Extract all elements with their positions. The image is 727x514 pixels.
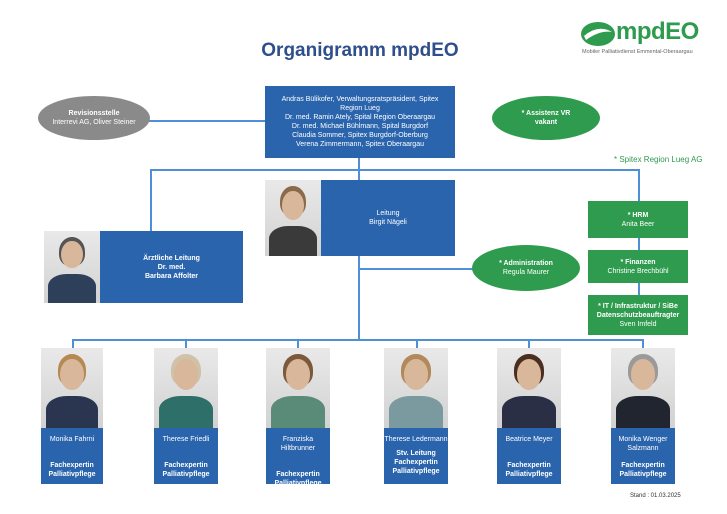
photo-staff-1 xyxy=(41,348,103,428)
staff-card-4: Therese Ledermann Stv. Leitung Fachexper… xyxy=(384,428,448,484)
aerztliche-box: Ärztliche Leitung Dr. med. Barbara Affol… xyxy=(100,231,243,303)
connector-right-down xyxy=(638,169,640,201)
staff-name-6: Monika Wenger xyxy=(618,436,668,443)
hrm-box: * HRM Anita Beer xyxy=(588,201,688,238)
it-title2: Datenschutzbeauftragter xyxy=(596,311,680,319)
staff-role2-1: Palliativpflege xyxy=(48,471,96,478)
staff-role1-4: Fachexpertin xyxy=(394,459,438,466)
photo-staff-2 xyxy=(154,348,218,428)
connector-staff-2 xyxy=(185,339,187,349)
connector-staff-3 xyxy=(297,339,299,349)
photo-leitung xyxy=(265,180,321,256)
photo-staff-5 xyxy=(497,348,561,428)
connector-staff-6 xyxy=(642,339,644,349)
photo-staff-4 xyxy=(384,348,448,428)
staff-role1-5: Fachexpertin xyxy=(507,462,551,469)
it-box: * IT / Infrastruktur / SiBe Datenschutzb… xyxy=(588,295,688,335)
staff-role1-1: Fachexpertin xyxy=(50,462,94,469)
staff-name-4: Therese Ledermann xyxy=(384,436,448,443)
administration-name: Regula Maurer xyxy=(502,269,550,276)
assistenz-name: vakant xyxy=(534,119,558,126)
staff-name-3: Franziska Hiltbrunner xyxy=(280,436,316,452)
connector-leitung-down xyxy=(358,256,360,340)
staff-card-5: Beatrice Meyer Fachexpertin Palliativpfl… xyxy=(497,428,561,484)
page-title: Organigramm mpdEO xyxy=(261,40,459,61)
hrm-name: Anita Beer xyxy=(621,220,655,228)
staff-extra-4: Stv. Leitung xyxy=(396,450,436,457)
connector-board-revision xyxy=(148,120,266,122)
administration-oval: * Administration Regula Maurer xyxy=(472,245,580,291)
staff-name-5: Beatrice Meyer xyxy=(505,436,553,443)
photo-staff-6 xyxy=(611,348,675,428)
staff-role2-2: Palliativpflege xyxy=(162,471,210,478)
staff-role2-4: Palliativpflege xyxy=(392,468,440,475)
connector-staff-horizontal xyxy=(72,339,644,341)
logo-subtitle: Mobiler Palliativdienst Emmental-Oberaar… xyxy=(582,49,693,55)
revision-title: Revisionsstelle xyxy=(68,110,120,117)
finanzen-title: * Finanzen xyxy=(620,258,656,266)
aerztliche-name2: Barbara Affolter xyxy=(144,272,199,280)
board-member-3: Dr. med. Michael Bühlmann, Spital Burgdo… xyxy=(291,123,429,130)
finanzen-name: Christine Brechbühl xyxy=(607,267,669,275)
staff-card-2: Therese Friedli Fachexpertin Palliativpf… xyxy=(154,428,218,484)
stand-date: Stand : 01.03.2025 xyxy=(630,493,681,499)
connector-staff-4 xyxy=(416,339,418,349)
assistenz-title: * Assistenz VR xyxy=(521,110,571,117)
staff-role2-6: Palliativpflege xyxy=(619,471,667,478)
logo-text: mpdEO xyxy=(616,18,699,45)
board-member-4: Claudia Sommer, Spitex Burgdorf-Oberburg xyxy=(292,132,428,139)
hrm-title: * HRM xyxy=(627,211,649,219)
staff-role2-3: Palliativpflege xyxy=(274,480,322,487)
staff-card-6: Monika Wenger Salzmann Fachexpertin Pall… xyxy=(611,428,675,484)
staff-name-1: Monika Fahrni xyxy=(49,436,95,443)
connector-hrm-finanzen xyxy=(638,238,640,250)
connector-horizontal-top xyxy=(150,169,640,171)
it-title: * IT / Infrastruktur / SiBe xyxy=(598,302,678,310)
staff-card-1: Monika Fahrni Fachexpertin Palliativpfle… xyxy=(41,428,103,484)
connector-staff-1 xyxy=(72,339,74,349)
board-box: Andras Bülikofer, Verwaltungsratspräside… xyxy=(265,86,455,158)
it-name: Sven Imfeld xyxy=(619,320,657,328)
spitex-note: * Spitex Region Lueg AG xyxy=(614,155,703,164)
staff-role1-2: Fachexpertin xyxy=(164,462,208,469)
photo-staff-3 xyxy=(266,348,330,428)
board-member-2: Dr. med. Ramin Ately, Spital Region Ober… xyxy=(284,114,436,121)
finanzen-box: * Finanzen Christine Brechbühl xyxy=(588,250,688,283)
photo-aerztliche-leitung xyxy=(44,231,100,303)
connector-staff-5 xyxy=(528,339,530,349)
logo: mpdEO Mobiler Palliativdienst Emmental-O… xyxy=(580,18,720,58)
leitung-box: Leitung Birgit Nägeli xyxy=(321,180,455,256)
staff-role2-5: Palliativpflege xyxy=(505,471,553,478)
connector-admin xyxy=(358,268,473,270)
board-member-1: Andras Bülikofer, Verwaltungsratspräside… xyxy=(281,96,439,112)
revision-name: Interrevi AG, Oliver Steiner xyxy=(52,119,136,126)
leitung-title: Leitung xyxy=(376,210,400,217)
assistenz-oval: * Assistenz VR vakant xyxy=(492,96,600,140)
logo-icon xyxy=(581,22,615,46)
connector-finanzen-it xyxy=(638,283,640,295)
staff-card-3: Franziska Hiltbrunner Fachexpertin Palli… xyxy=(266,428,330,487)
aerztliche-title: Ärztliche Leitung xyxy=(143,254,200,262)
aerztliche-name1: Dr. med. xyxy=(157,263,186,271)
staff-name-2: Therese Friedli xyxy=(162,436,210,443)
leitung-name: Birgit Nägeli xyxy=(369,219,407,226)
staff-extra-6: Salzmann xyxy=(627,445,659,452)
administration-title: * Administration xyxy=(499,260,553,267)
connector-left-down xyxy=(150,169,152,231)
board-member-5: Verena Zimmermann, Spitex Oberaargau xyxy=(295,141,424,148)
revision-oval: Revisionsstelle Interrevi AG, Oliver Ste… xyxy=(38,96,150,140)
staff-role1-3: Fachexpertin xyxy=(276,471,320,478)
staff-role1-6: Fachexpertin xyxy=(621,462,665,469)
